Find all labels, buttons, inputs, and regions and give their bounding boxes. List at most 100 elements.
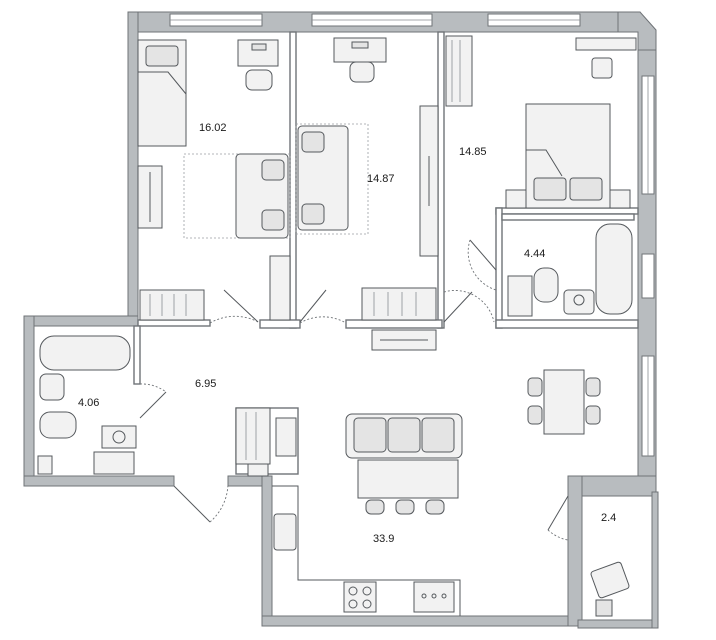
- door-leaf-bedroom-2: [299, 289, 327, 323]
- cabinet-bedroom-1: [269, 255, 291, 321]
- shoe-rack: [235, 407, 271, 465]
- wall-kitchen-left: [261, 475, 273, 627]
- partition-bath2-right: [133, 325, 141, 385]
- wall-corner-ne: [617, 11, 657, 51]
- wall-balcony-bottom: [577, 619, 657, 629]
- door-arc-balcony: [547, 529, 569, 541]
- monitor-icon: [351, 41, 369, 49]
- wall-bottom: [261, 615, 579, 627]
- bedroom-3: [445, 35, 637, 209]
- oven-icon: [413, 581, 455, 613]
- partition-bath1-bottom: [495, 319, 639, 329]
- mirror-cabinet: [275, 417, 297, 457]
- washing-machine: [101, 425, 137, 449]
- door-leaf-bathroom-1: [469, 239, 497, 271]
- pillow-icon: [145, 45, 179, 67]
- shelf-bedroom-3: [575, 37, 637, 51]
- pillow-icon: [569, 177, 603, 201]
- bathtub-2: [39, 335, 131, 371]
- nightstand-right: [609, 189, 631, 209]
- shelf-bedroom-2: [361, 287, 437, 321]
- pillow-icon: [533, 177, 567, 201]
- shelf-bedroom-1: [139, 289, 205, 321]
- bar-stool-icon: [395, 499, 415, 515]
- door-arc-bedroom-3: [443, 290, 495, 323]
- partition-bed1-bottom-a: [137, 319, 211, 327]
- chair-icon: [585, 377, 601, 397]
- door-leaf-bathroom-2: [139, 391, 167, 419]
- area-label-bedroom-1: 16.02: [199, 122, 227, 134]
- door-leaf-bedroom-1: [223, 289, 259, 323]
- door-leaf-entrance: [173, 485, 211, 523]
- wall-left-lower: [23, 315, 35, 487]
- sink-1: [563, 289, 595, 315]
- chair-icon: [527, 377, 543, 397]
- balcony: [590, 561, 630, 617]
- nightstand-left: [505, 189, 527, 209]
- shower-tray-2: [93, 451, 135, 475]
- partition-bed1-bed2: [289, 31, 297, 329]
- heater-icon: [37, 455, 53, 475]
- partition-bath1-left: [495, 207, 503, 329]
- door-arc-bedroom-1: [209, 315, 261, 324]
- bench-icon: [247, 463, 269, 477]
- bathroom-2: [37, 335, 137, 475]
- monitor-icon: [251, 43, 267, 51]
- cushion-icon: [353, 417, 387, 453]
- desk-bedroom-2: [333, 37, 387, 63]
- chair-icon: [585, 405, 601, 425]
- area-label-bathroom-1: 4.44: [524, 248, 545, 260]
- area-label-balcony: 2.4: [601, 512, 616, 524]
- cushion-icon: [301, 203, 325, 225]
- partition-bed2-bottom: [345, 319, 443, 329]
- wall-balcony-right: [651, 491, 659, 629]
- side-table-icon: [595, 599, 613, 617]
- kitchen-island: [357, 459, 459, 499]
- doors: [139, 239, 569, 541]
- area-label-bedroom-2: 14.87: [367, 173, 395, 185]
- lounge-chair-icon: [590, 561, 630, 599]
- bedroom-2: [295, 37, 439, 351]
- bar-stool-icon: [365, 499, 385, 515]
- wall-step-top: [23, 315, 139, 327]
- chair-icon: [527, 405, 543, 425]
- area-label-bedroom-3: 14.85: [459, 146, 487, 158]
- sink-2: [39, 373, 65, 401]
- door-arc-bedroom-2: [299, 316, 347, 324]
- bedroom-1: [137, 39, 291, 321]
- window-bath-1: [641, 253, 655, 299]
- area-labels: 16.02 14.87 14.85 4.44 4.06 6.95 33.9 2.…: [78, 122, 616, 545]
- area-label-bathroom-2: 4.06: [78, 397, 99, 409]
- cushion-icon: [301, 131, 325, 153]
- partition-bed2-bed3: [437, 31, 445, 329]
- wall-left-upper: [127, 11, 139, 323]
- cushion-icon: [387, 417, 421, 453]
- rug-bedroom-2: [295, 123, 369, 235]
- cushion-icon: [261, 209, 285, 231]
- bar-stool-icon: [425, 499, 445, 515]
- area-label-living-kitchen: 33.9: [373, 533, 394, 545]
- kitchen-sink: [273, 513, 297, 551]
- area-label-hallway: 6.95: [195, 378, 216, 390]
- bathroom-1: [507, 223, 633, 317]
- hallway: [235, 407, 297, 477]
- door-arc-entrance: [209, 481, 229, 523]
- partition-bed1-bottom-b: [259, 319, 301, 329]
- windows: [169, 13, 655, 457]
- bathtub-1: [595, 223, 633, 315]
- door-leaf-balcony: [547, 495, 569, 531]
- shower-1: [507, 275, 533, 317]
- partition-bath1-top: [495, 207, 639, 215]
- wall-balcony-left: [567, 475, 583, 627]
- partition-bath1-inner: [501, 213, 635, 221]
- stool-icon: [591, 57, 613, 79]
- chair-bedroom-1: [245, 69, 273, 91]
- cooktop-icon: [343, 581, 377, 613]
- door-arc-bathroom-2: [139, 383, 167, 393]
- wall-bath2-bottom: [23, 475, 175, 487]
- toilet-2: [39, 411, 77, 439]
- dining-table: [543, 369, 585, 435]
- wardrobe-bedroom-3: [445, 35, 473, 107]
- rug-bedroom-1: [183, 153, 291, 239]
